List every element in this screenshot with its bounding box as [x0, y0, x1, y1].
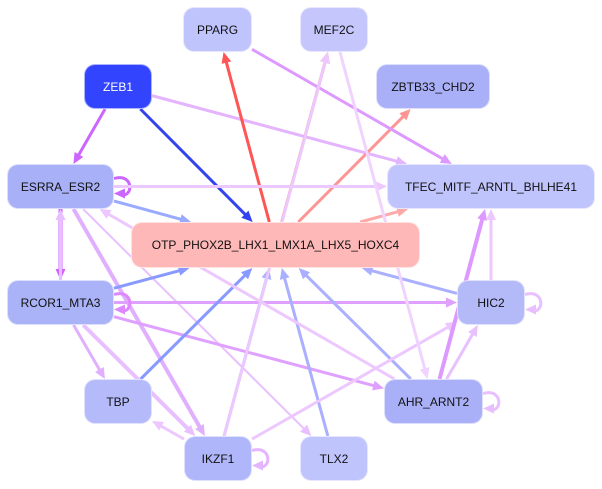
edge-line: [159, 424, 185, 441]
node-hic2[interactable]: HIC2: [457, 280, 525, 325]
edge-ahr_arnt2-to-ahr_arnt2: [482, 391, 501, 414]
edge-otp-to-zbtb33_chd2: [297, 109, 411, 224]
edge-line: [71, 207, 203, 430]
edge-otp-to-tfec: [359, 207, 409, 224]
edge-ahr_arnt2-to-hic2: [445, 325, 478, 380]
edge-ikzf1-to-ikzf1: [251, 448, 270, 471]
edge-zeb1-to-esrra_esr2: [73, 108, 107, 164]
edge-line: [359, 209, 400, 224]
arrowhead-icon: [320, 52, 330, 64]
node-rcor1-mta3[interactable]: RCOR1_MTA3: [7, 280, 114, 325]
edge-esrra_esr2-to-tfec: [114, 181, 387, 192]
arrowhead-icon: [55, 209, 66, 220]
node-mef2c[interactable]: MEF2C: [300, 7, 368, 52]
node-tlx2[interactable]: TLX2: [300, 436, 368, 481]
arrowhead-icon: [221, 52, 232, 64]
edge-rcor1_mta3-to-rcor1_mta3: [113, 292, 132, 315]
edge-line: [139, 107, 248, 217]
arrowhead-icon: [95, 366, 105, 379]
edge-rcor1_mta3-to-ahr_arnt2: [113, 315, 384, 391]
edge-line: [72, 324, 102, 372]
edge-esrra_esr2-to-otp: [113, 199, 191, 224]
arrowhead-icon: [114, 188, 125, 199]
edge-mef2c-to-ahr_arnt2: [338, 51, 430, 379]
edge-hic2-to-hic2: [524, 292, 543, 315]
arrowhead-icon: [179, 214, 191, 224]
edge-line: [282, 276, 330, 437]
edge-line: [113, 268, 182, 290]
edge-rcor1_mta3-to-hic2: [114, 297, 457, 308]
arrowhead-icon: [300, 424, 312, 436]
edge-line: [251, 325, 450, 441]
arrowhead-icon: [396, 207, 409, 217]
arrowhead-icon: [477, 209, 487, 221]
edge-esrra_esr2-to-tlx2: [82, 208, 312, 436]
edge-line: [113, 315, 376, 388]
edge-line: [139, 273, 248, 381]
arrowhead-icon: [399, 109, 411, 121]
arrowhead-icon: [252, 460, 263, 471]
edge-line: [304, 273, 412, 381]
edge-esrra_esr2-to-esrra_esr2: [113, 176, 132, 199]
arrowhead-icon: [73, 151, 84, 164]
arrowhead-icon: [468, 325, 478, 338]
edge-otp-to-pparg: [221, 52, 271, 223]
arrowhead-icon: [372, 380, 384, 391]
edge-esrra_esr2-to-ikzf1: [71, 207, 205, 436]
edge-line: [251, 48, 445, 161]
edge-rcor1_mta3-to-ikzf1: [81, 323, 196, 436]
edge-hic2-to-tfec: [486, 209, 496, 280]
arrowhead-icon: [483, 403, 494, 414]
edge-ikzf1-to-tbp: [152, 420, 185, 441]
edge-zeb1-to-otp: [139, 107, 253, 222]
node-pparg[interactable]: PPARG: [183, 7, 252, 52]
arrowhead-icon: [361, 266, 374, 276]
arrowhead-icon: [439, 154, 452, 164]
edge-tbp-to-otp: [139, 268, 253, 381]
edge-line: [445, 332, 475, 380]
edge-rcor1_mta3-to-tbp: [72, 324, 105, 379]
edge-line: [338, 51, 427, 371]
arrowhead-icon: [446, 297, 457, 308]
edge-rcor1_mta3-to-otp: [113, 266, 190, 290]
edge-line: [370, 268, 458, 295]
arrowhead-icon: [298, 268, 311, 280]
node-ahr-arnt2[interactable]: AHR_ARNT2: [384, 379, 483, 424]
arrowhead-icon: [114, 304, 125, 315]
node-zbtb33-chd2[interactable]: ZBTB33_CHD2: [376, 64, 490, 109]
edge-ahr_arnt2-to-otp: [298, 268, 412, 381]
edge-zeb1-to-tfec: [151, 94, 408, 166]
arrowhead-icon: [99, 209, 112, 219]
arrowhead-icon: [395, 156, 408, 166]
arrowhead-icon: [195, 423, 205, 436]
node-ikzf1[interactable]: IKZF1: [184, 436, 252, 481]
arrowhead-icon: [419, 367, 430, 379]
arrowhead-icon: [183, 424, 196, 436]
arrowhead-icon: [241, 268, 253, 280]
edge-pparg-to-tfec: [251, 48, 452, 164]
edge-line: [151, 94, 399, 164]
edge-tlx2-to-otp: [279, 268, 330, 437]
edge-line: [76, 108, 107, 157]
arrowhead-icon: [376, 181, 387, 192]
arrowhead-icon: [525, 304, 536, 315]
edge-hic2-to-otp: [361, 266, 458, 295]
node-tfec-mitf-arntl-bhlhe41[interactable]: TFEC_MITF_ARNTL_BHLHE41: [387, 164, 595, 209]
edge-line: [82, 208, 306, 431]
arrowhead-icon: [152, 420, 165, 431]
edge-line: [81, 323, 191, 432]
edge-line: [224, 60, 271, 223]
edge-line: [297, 114, 406, 224]
node-tbp[interactable]: TBP: [84, 379, 152, 424]
arrowhead-icon: [177, 266, 190, 276]
node-esrra-esr2[interactable]: ESRRA_ESR2: [7, 164, 114, 209]
node-zeb1[interactable]: ZEB1: [84, 64, 152, 109]
node-otp-phox2b-cluster[interactable]: OTP_PHOX2B_LHX1_LMX1A_LHX5_HOXC4: [131, 222, 420, 268]
arrowhead-icon: [486, 209, 496, 220]
edge-line: [113, 199, 183, 222]
arrowhead-icon: [241, 210, 253, 222]
edge-rcor1_mta3-to-esrra_esr2: [55, 209, 66, 280]
arrowhead-icon: [279, 268, 290, 280]
